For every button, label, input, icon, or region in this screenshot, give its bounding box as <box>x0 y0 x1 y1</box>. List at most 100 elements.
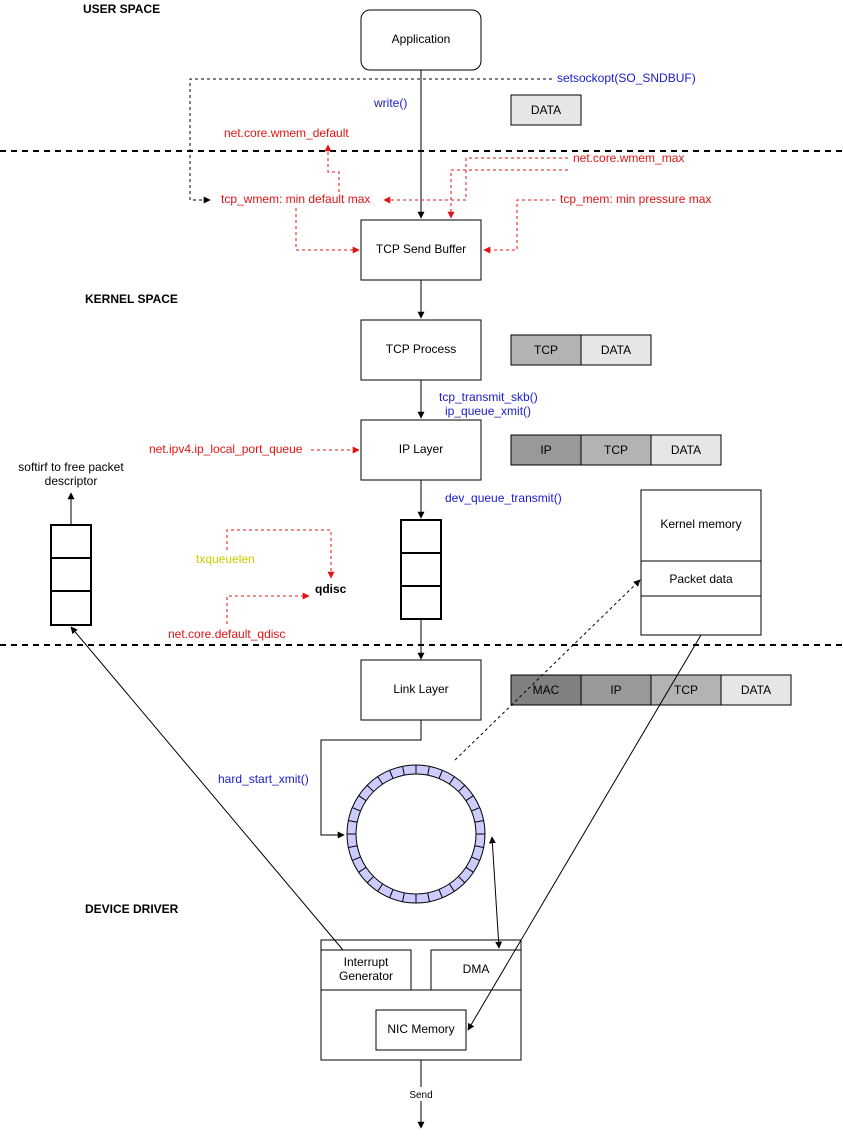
ring-slot-divider <box>474 845 484 848</box>
ring-slot-divider <box>348 845 358 848</box>
txqueuelen-label: txqueuelen <box>196 552 255 566</box>
tcp-transmit-skb-label: tcp_transmit_skb() <box>439 390 538 404</box>
ring-slot-divider <box>448 883 455 892</box>
ring-slot-divider <box>358 866 367 873</box>
packet-ip-ip-label: IP <box>540 443 551 457</box>
section-device-driver: DEVICE DRIVER <box>85 902 179 916</box>
tx-ring-buffer <box>346 764 486 904</box>
ring-slot-divider <box>377 883 384 892</box>
ring-slot-divider <box>352 807 361 812</box>
ip-layer-label: IP Layer <box>399 442 443 456</box>
packet-ip-data <box>650 434 722 466</box>
ip-local-port-queue-label: net.ipv4.ip_local_port_queue <box>149 442 303 456</box>
ring-slot-divider <box>448 776 455 785</box>
packet-link-mac-label: MAC <box>533 683 560 697</box>
ring-slot-divider <box>358 795 367 802</box>
ring-slot-divider <box>366 784 374 792</box>
ring-slot-divider <box>402 892 405 902</box>
packet-link-ip-label: IP <box>610 683 621 697</box>
setsockopt-call-label: setsockopt(SO_SNDBUF) <box>557 71 696 85</box>
ring-slot-divider <box>427 766 430 776</box>
qdisc-queue <box>400 519 442 620</box>
wmem-default-connector <box>324 144 340 192</box>
qdisc-label: qdisc <box>315 582 347 596</box>
ring-slot-divider <box>402 766 405 776</box>
interrupt-generator-label-line1: Interrupt <box>344 955 389 969</box>
nic-memory-box <box>375 1009 467 1051</box>
wmem-max-connector-2 <box>447 169 568 219</box>
interrupt-generator-label-line2: Generator <box>339 969 393 983</box>
nic-memory-label: NIC Memory <box>387 1022 454 1036</box>
txqueuelen-connector <box>226 529 335 579</box>
qdisc-queue-slot-1 <box>400 519 442 554</box>
setsockopt-connector <box>189 78 552 204</box>
link-layer-box <box>360 659 482 721</box>
user-packet: DATA <box>510 94 582 126</box>
packet-tcp-tcp-label: TCP <box>534 343 558 357</box>
packet-ip-data-label: DATA <box>671 443 701 457</box>
ring-slot-divider <box>438 889 443 898</box>
qdisc-queue-slot-2 <box>400 552 442 587</box>
completion-queue <box>50 524 92 626</box>
ring-to-packet-data-connector <box>454 579 641 761</box>
section-kernel-space: KERNEL SPACE <box>85 292 178 306</box>
dev-queue-transmit-label: dev_queue_transmit() <box>445 491 562 505</box>
packet-tcp-data-label: DATA <box>601 343 631 357</box>
packet-user-data <box>510 94 582 126</box>
tcp-send-buffer-label: TCP Send Buffer <box>376 242 466 256</box>
default-qdisc-label: net.core.default_qdisc <box>168 627 285 641</box>
ring-slot-divider <box>458 876 466 884</box>
tcp-packet: TCP DATA <box>510 334 652 366</box>
ring-slot-divider <box>438 770 443 779</box>
completion-queue-slot-1 <box>50 524 92 559</box>
kernel-memory-box <box>640 489 762 636</box>
ring-slot-divider <box>377 776 384 785</box>
ring-slot-divider <box>366 876 374 884</box>
ring-slot-divider <box>465 795 474 802</box>
packet-ip-tcp-label: TCP <box>604 443 628 457</box>
qdisc-queue-slot-3 <box>400 585 442 620</box>
packet-link-data <box>720 674 792 706</box>
completion-queue-slot-2 <box>50 557 92 592</box>
ring-slot-divider <box>427 892 430 902</box>
packet-link-data-label: DATA <box>741 683 771 697</box>
hard-start-xmit-connector <box>320 720 422 839</box>
dma-ring-arrow <box>488 836 503 949</box>
ip-queue-xmit-label: ip_queue_xmit() <box>445 404 531 418</box>
send-label: Send <box>409 1090 432 1101</box>
softirq-label-line1: softirf to free packet <box>18 460 124 474</box>
wmem-default-label: net.core.wmem_default <box>224 126 349 140</box>
packet-user-data-label: DATA <box>531 103 561 117</box>
ring-slot-divider <box>352 856 361 861</box>
packet-link-tcp-label: TCP <box>674 683 698 697</box>
link-packet: MAC IP TCP DATA <box>510 674 792 706</box>
packet-link-mac <box>510 674 582 706</box>
send-label-bg <box>405 1087 437 1101</box>
section-user-space: USER SPACE <box>83 2 160 16</box>
default-qdisc-connector <box>226 592 310 624</box>
tcp-wmem-label: tcp_wmem: min default max <box>221 192 370 206</box>
dma-label: DMA <box>463 962 490 976</box>
hard-start-xmit-label: hard_start_xmit() <box>218 772 309 786</box>
tcp-process-label: TCP Process <box>386 342 456 356</box>
softirq-label-line2: descriptor <box>45 474 98 488</box>
wmem-max-connector-1 <box>383 157 568 204</box>
ring-slot-divider <box>471 807 480 812</box>
interrupt-generator-box <box>320 949 412 991</box>
ring-slot-divider <box>471 856 480 861</box>
tcp-wmem-connector <box>295 208 360 254</box>
ip-packet: IP TCP DATA <box>510 434 722 466</box>
packet-data-label: Packet data <box>669 572 733 586</box>
tcp-mem-connector <box>483 199 555 254</box>
ring-slot-divider <box>348 820 358 823</box>
dma-box <box>430 949 522 991</box>
link-layer-label: Link Layer <box>393 682 448 696</box>
application-label: Application <box>392 32 451 46</box>
kernel-memory-to-nic-memory-arrow <box>467 634 702 1031</box>
ring-slot-divider <box>458 784 466 792</box>
tcp-send-buffer-box <box>360 219 482 281</box>
write-call-label: write() <box>373 96 407 110</box>
tcp-process-box <box>360 319 482 381</box>
ring-slot-divider <box>389 770 394 779</box>
